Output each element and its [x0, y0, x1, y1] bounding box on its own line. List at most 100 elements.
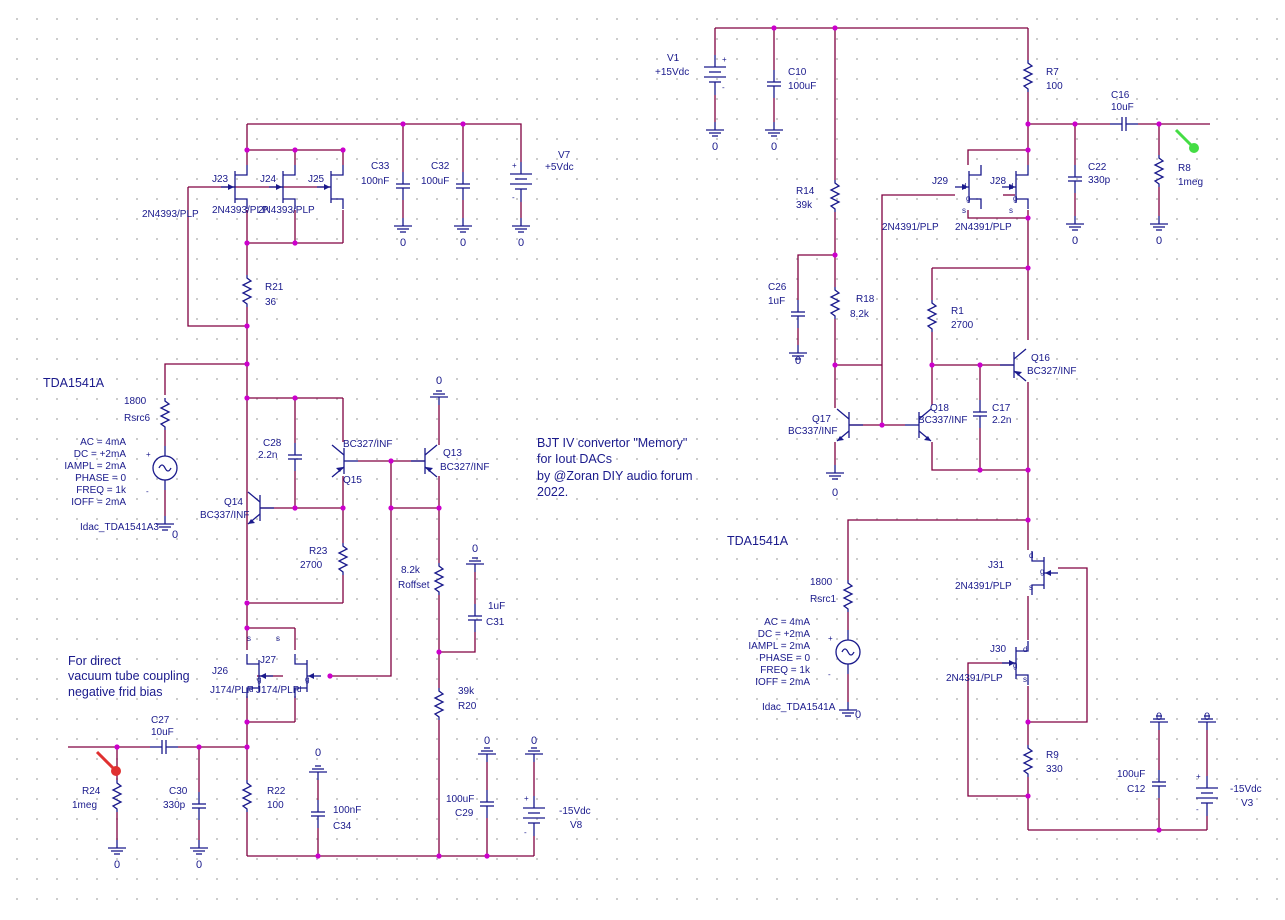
- rsrc6-resistor: [160, 397, 170, 431]
- svg-text:0: 0: [1156, 235, 1162, 247]
- svg-text:s: s: [962, 206, 966, 215]
- q17-model: BC337/INF: [788, 426, 837, 437]
- svg-text:g: g: [1013, 194, 1017, 203]
- svg-text:0: 0: [771, 141, 777, 153]
- c10-name: C10: [788, 67, 807, 78]
- right-circuit: [703, 25, 1219, 833]
- r22-resistor: [242, 779, 252, 813]
- c33-capacitor: [395, 171, 411, 201]
- c29-value: 100uF: [446, 794, 474, 805]
- j29-name: J29: [932, 176, 949, 187]
- svg-text:g: g: [1013, 661, 1017, 670]
- r7-value: 100: [1046, 81, 1063, 92]
- v1-value: +15Vdc: [655, 67, 689, 78]
- svg-text:+: +: [146, 450, 151, 459]
- v1-name: V1: [667, 53, 680, 64]
- r7-resistor: [1023, 59, 1033, 93]
- svg-text:-: -: [1196, 805, 1199, 814]
- r14-resistor: [830, 179, 840, 213]
- r21-resistor: [242, 274, 252, 308]
- c26-name: C26: [768, 282, 787, 293]
- svg-text:FREQ = 1k: FREQ = 1k: [76, 485, 127, 496]
- idac-left-source: [152, 445, 178, 491]
- c31-capacitor: [467, 603, 483, 633]
- roffset-name: Roffset: [398, 580, 430, 591]
- svg-text:0: 0: [400, 237, 406, 249]
- j23-model: 2N4393/PLP: [142, 209, 199, 220]
- svg-text:0: 0: [855, 709, 861, 721]
- idac-left-params: AC = 4mA DC = +2mA IAMPL = 2mA PHASE = 0…: [64, 437, 127, 508]
- c17-value: 2.2n: [992, 415, 1011, 426]
- svg-text:0: 0: [518, 237, 524, 249]
- svg-text:0: 0: [472, 543, 478, 555]
- c16-value: 10uF: [1111, 102, 1134, 113]
- r8-name: R8: [1178, 163, 1191, 174]
- c26-value: 1uF: [768, 296, 785, 307]
- r18-value: 8.2k: [850, 309, 870, 320]
- q15-model: BC327/INF: [343, 439, 392, 450]
- left-circuit: [68, 121, 546, 859]
- v8-value: -15Vdc: [559, 806, 591, 817]
- svg-text:g: g: [257, 675, 261, 684]
- c10-capacitor: [766, 69, 782, 99]
- j27-name: J27: [260, 655, 277, 666]
- r23-value: 2700: [300, 560, 323, 571]
- q14-name: Q14: [224, 497, 243, 508]
- svg-text:IOFF = 2mA: IOFF = 2mA: [71, 497, 126, 508]
- v7-name: V7: [558, 150, 571, 161]
- roffset-resistor: [434, 562, 444, 596]
- r9-name: R9: [1046, 750, 1059, 761]
- j25-model: 2N4393/PLP: [258, 205, 315, 216]
- svg-text:d: d: [1029, 551, 1033, 560]
- c31-name: C31: [486, 617, 505, 628]
- r21-name: R21: [265, 282, 284, 293]
- svg-text:0: 0: [1204, 711, 1210, 723]
- j30-model: 2N4391/PLP: [946, 673, 1003, 684]
- j28-name: J28: [990, 176, 1007, 187]
- idac-right-source: [835, 629, 861, 675]
- c28-capacitor: [287, 442, 303, 472]
- q13-name: Q13: [443, 448, 462, 459]
- svg-text:0: 0: [712, 141, 718, 153]
- c30-capacitor: [191, 791, 207, 821]
- r23-resistor: [338, 542, 348, 576]
- v8-name: V8: [570, 820, 583, 831]
- svg-text:0: 0: [172, 529, 178, 541]
- svg-text:0: 0: [795, 355, 801, 367]
- svg-text:+: +: [828, 634, 833, 643]
- title-line3: by @Zoran DIY audio forum: [537, 469, 693, 483]
- c22-capacitor: [1067, 164, 1083, 194]
- c32-name: C32: [431, 161, 450, 172]
- idac-right-name: Idac_TDA1541A: [762, 702, 836, 713]
- c29-name: C29: [455, 808, 474, 819]
- svg-text:-: -: [722, 83, 725, 92]
- left-junctions: [114, 121, 490, 859]
- svg-text:0: 0: [1156, 711, 1162, 723]
- c29-capacitor: [479, 789, 495, 819]
- j28-model: 2N4391/PLP: [955, 222, 1012, 233]
- idac-left-name: Idac_TDA1541A3: [80, 522, 159, 533]
- svg-text:d: d: [1009, 182, 1013, 191]
- roffset-value: 8.2k: [401, 565, 421, 576]
- c17-name: C17: [992, 403, 1011, 414]
- v3-name: V3: [1241, 798, 1254, 809]
- r8-resistor: [1154, 154, 1164, 188]
- r14-name: R14: [796, 186, 815, 197]
- svg-text:0: 0: [1072, 235, 1078, 247]
- r1-name: R1: [951, 306, 964, 317]
- svg-text:PHASE = 0: PHASE = 0: [759, 653, 810, 664]
- svg-text:s: s: [1009, 206, 1013, 215]
- svg-text:g: g: [305, 675, 309, 684]
- c30-name: C30: [169, 786, 188, 797]
- svg-text:+: +: [722, 55, 727, 64]
- j26-name: J26: [212, 666, 229, 677]
- r1-resistor: [927, 299, 937, 333]
- svg-text:DC = +2mA: DC = +2mA: [758, 629, 811, 640]
- left-part-label: TDA1541A: [43, 376, 105, 390]
- q16-name: Q16: [1031, 353, 1050, 364]
- r8-value: 1meg: [1178, 177, 1203, 188]
- v3-battery: [1195, 775, 1219, 817]
- svg-text:IAMPL = 2mA: IAMPL = 2mA: [748, 641, 810, 652]
